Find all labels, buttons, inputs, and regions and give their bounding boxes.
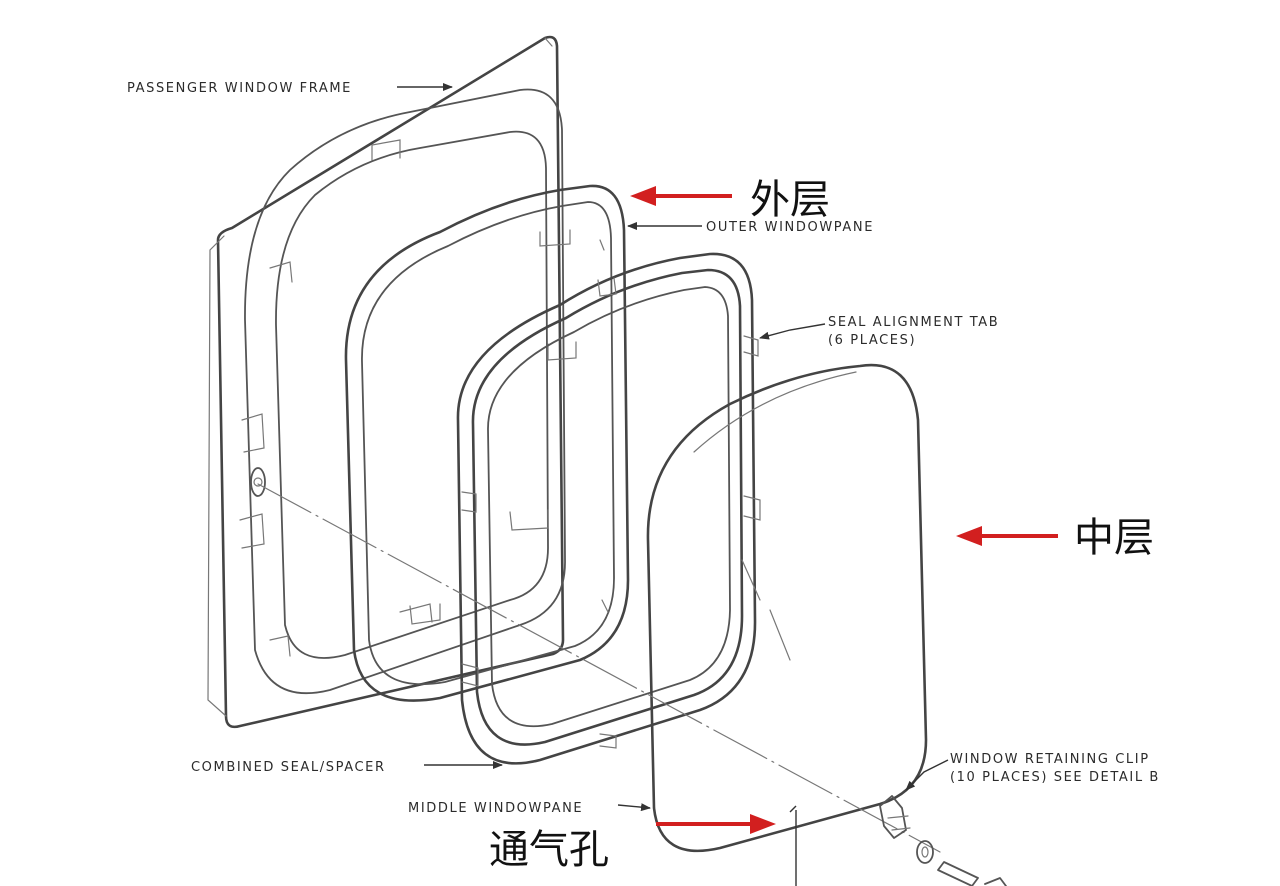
leader-lines <box>397 83 949 812</box>
outer-windowpane <box>344 184 630 702</box>
label-passenger-window-frame: PASSENGER WINDOW FRAME <box>127 81 352 96</box>
label-seal-alignment-tab-count: (6 PLACES) <box>828 333 916 348</box>
red-arrow-outer <box>630 186 732 206</box>
red-arrow-vent <box>656 814 776 834</box>
label-window-retaining-clip-detail: (10 PLACES) SEE DETAIL B <box>950 770 1160 785</box>
passenger-window-frame <box>207 35 566 729</box>
label-middle-windowpane: MIDDLE WINDOWPANE <box>408 801 583 816</box>
label-window-retaining-clip: WINDOW RETAINING CLIP <box>950 752 1150 767</box>
combined-seal-spacer <box>456 252 761 765</box>
middle-windowpane <box>646 363 928 853</box>
label-outer-windowpane: OUTER WINDOWPANE <box>706 220 874 235</box>
window-retaining-clip <box>879 795 1007 886</box>
assembly-axis-line <box>257 483 941 853</box>
annotation-middle-layer: 中层 <box>1074 515 1154 561</box>
label-combined-seal-spacer: COMBINED SEAL/SPACER <box>191 760 386 775</box>
annotation-vent-hole: 通气孔 <box>489 827 609 873</box>
label-seal-alignment-tab: SEAL ALIGNMENT TAB <box>828 315 999 330</box>
annotation-outer-layer: 外层 <box>750 177 830 223</box>
red-arrow-middle <box>956 526 1058 546</box>
